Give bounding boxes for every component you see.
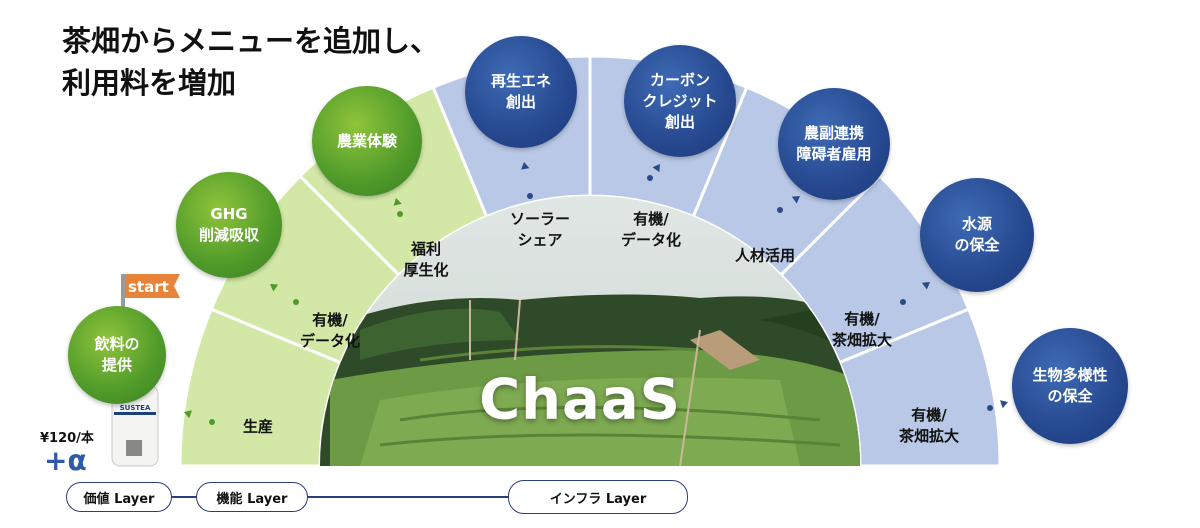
connector-arrow-5 <box>652 164 660 173</box>
price-label: ¥120/本 <box>40 431 94 446</box>
connector-arrow-7 <box>921 282 930 290</box>
tea-field-photo <box>320 196 860 466</box>
segment-label-6: 人材活用 <box>734 246 796 265</box>
connector-dot-3 <box>397 211 403 217</box>
plus-alpha-label: +α <box>44 444 87 477</box>
bubble-ghg: GHG 削減吸収 <box>176 172 282 278</box>
connector-arrow-4 <box>521 162 530 170</box>
start-flag <box>121 274 180 332</box>
chaas-label: ChaaS <box>479 367 681 433</box>
layer-infrastructure: インフラ Layer <box>508 480 688 514</box>
segment-label-2: 有機/ データ化 <box>299 311 361 350</box>
connector-arrow-6 <box>791 196 800 204</box>
start-flag-label: start <box>128 278 169 296</box>
connector-arrow-1 <box>184 410 193 419</box>
connector-dot-5 <box>647 175 653 181</box>
bubble-water-source: 水源 の保全 <box>920 178 1034 292</box>
headline-line-1: 茶畑からメニューを追加し、 <box>62 24 440 58</box>
connector-arrow-3 <box>393 198 402 206</box>
segment-label-4: ソーラー シェア <box>509 210 571 249</box>
connector-arrow-2 <box>270 284 279 292</box>
connector-dot-8 <box>987 405 993 411</box>
connector-dot-2 <box>293 299 299 305</box>
headline-line-2: 利用料を増加 <box>62 66 237 100</box>
connector-arrows <box>184 162 1008 425</box>
segment-label-7: 有機/ 茶畑拡大 <box>831 310 893 349</box>
bubble-biodiversity: 生物多様性 の保全 <box>1012 328 1128 444</box>
segment-label-1: 生産 <box>242 417 274 436</box>
bubble-farm-experience: 農業体験 <box>312 86 422 196</box>
headline: 茶畑からメニューを追加し、 利用料を増加 <box>62 20 439 104</box>
connector-dot-7 <box>900 299 906 305</box>
bubble-beverage: 飲料の 提供 <box>68 306 166 404</box>
segment-label-3: 福利 厚生化 <box>403 240 449 279</box>
layer-value: 価値 Layer <box>66 482 172 512</box>
bubble-carbon-credit: カーボン クレジット 創出 <box>624 45 736 157</box>
connector-dot-1 <box>209 419 215 425</box>
svg-text:SUSTEA: SUSTEA <box>120 404 151 412</box>
bubble-agri-welfare: 農副連携 障碍者雇用 <box>778 88 890 200</box>
connector-dot-6 <box>777 207 783 213</box>
segment-label-8: 有機/ 茶畑拡大 <box>898 406 960 445</box>
bubble-renewable-energy: 再生エネ 創出 <box>465 36 577 148</box>
segment-label-5: 有機/ データ化 <box>620 210 682 249</box>
layer-function: 機能 Layer <box>196 482 308 512</box>
connector-dot-4 <box>527 193 533 199</box>
connector-arrow-8 <box>1000 400 1008 409</box>
